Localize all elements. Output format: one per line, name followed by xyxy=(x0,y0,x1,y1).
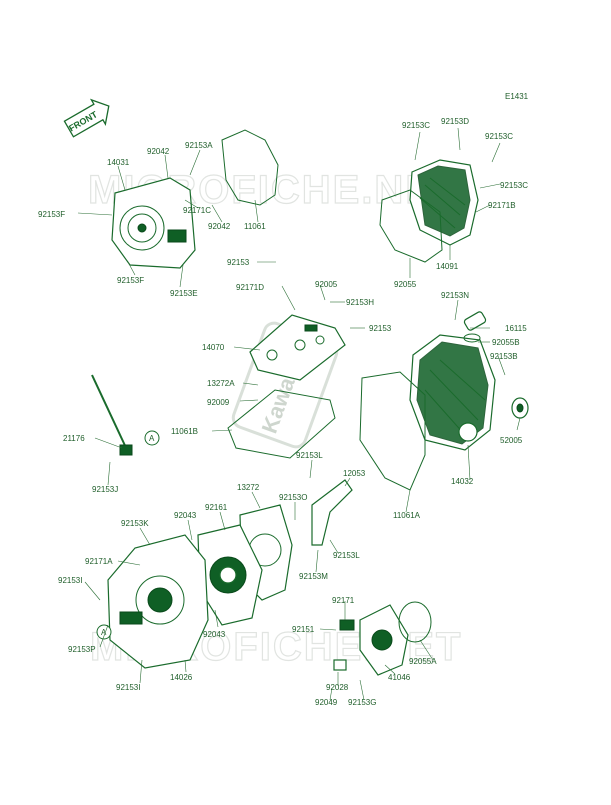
part-label: 13272 xyxy=(237,483,260,492)
part-label: 92049 xyxy=(315,698,338,707)
plate-14070 xyxy=(249,314,346,381)
part-label: 11061 xyxy=(244,222,266,231)
part-label: 11061A xyxy=(393,511,421,520)
part-label: 92153L xyxy=(333,551,360,560)
front-arrow-icon: FRONT xyxy=(63,98,110,138)
part-label: 92042 xyxy=(147,147,170,156)
gasket-11061 xyxy=(221,129,279,206)
plug-16115 xyxy=(463,311,487,343)
part-label: 14070 xyxy=(202,343,225,352)
cover-14032 xyxy=(409,334,496,451)
part-label: 92153 xyxy=(369,324,392,333)
part-label: 92153L xyxy=(296,451,323,460)
part-label: 92153N xyxy=(441,291,469,300)
gasket-11061B xyxy=(227,389,336,459)
part-label: 92153C xyxy=(485,132,513,141)
part-label: 92153K xyxy=(121,519,149,528)
part-label: 92005 xyxy=(315,280,338,289)
part-label: 92055A xyxy=(409,657,437,666)
part-label: 21176 xyxy=(63,434,85,443)
collar-92028 xyxy=(333,659,347,671)
left-cover-14031 xyxy=(111,177,196,269)
part-label: 92171C xyxy=(183,206,211,215)
callout-a-1: A xyxy=(144,430,160,446)
part-label: 12053 xyxy=(343,469,366,478)
part-label: 92153I xyxy=(116,683,140,692)
leader-lines xyxy=(77,127,521,701)
part-label: 92171D xyxy=(236,283,264,292)
bracket-12053 xyxy=(311,479,353,546)
rotor-92161 xyxy=(197,524,263,626)
part-label: 92153F xyxy=(38,210,65,219)
part-label: 92171B xyxy=(488,201,516,210)
part-label: 92153F xyxy=(117,276,144,285)
callout-a-2-label: A xyxy=(101,628,107,637)
part-label: 92153D xyxy=(441,117,469,126)
part-label: 92153E xyxy=(170,289,198,298)
part-label: 92042 xyxy=(208,222,231,231)
cover-14026 xyxy=(107,534,209,669)
part-label: 92055B xyxy=(492,338,520,347)
part-label: 92043 xyxy=(174,511,197,520)
pump-41046 xyxy=(359,604,409,676)
spacer-92171 xyxy=(339,619,355,631)
part-label: 14031 xyxy=(107,158,130,167)
dipstick-21176 xyxy=(91,374,133,456)
gasket-92055 xyxy=(379,189,443,263)
part-label: 92171 xyxy=(332,596,355,605)
gasket-11061A xyxy=(359,371,426,491)
part-label: 41046 xyxy=(388,673,411,682)
part-label: 92028 xyxy=(326,683,349,692)
part-label: 92151 xyxy=(292,625,315,634)
part-label: 92153 xyxy=(227,258,250,267)
part-label: 92009 xyxy=(207,398,230,407)
part-label: 92153C xyxy=(402,121,430,130)
part-label: 92153A xyxy=(185,141,213,150)
part-label: 11061B xyxy=(171,427,198,436)
part-label: 92153P xyxy=(68,645,96,654)
part-label: 92153C xyxy=(500,181,528,190)
oring-92055A xyxy=(398,601,432,643)
part-label: 14026 xyxy=(170,673,193,682)
part-label: 92161 xyxy=(205,503,228,512)
part-label: 92153B xyxy=(490,352,518,361)
part-label: 14032 xyxy=(451,477,474,486)
part-label: 92153I xyxy=(58,576,82,585)
part-label: 92153J xyxy=(92,485,118,494)
diagram-code: E1431 xyxy=(505,92,529,101)
part-label: 92153G xyxy=(348,698,376,707)
part-label: 52005 xyxy=(500,436,523,445)
seal-52005 xyxy=(511,397,529,419)
part-label: 92153M xyxy=(299,572,328,581)
part-label: 16115 xyxy=(505,324,527,333)
cover-14091 xyxy=(409,159,479,246)
callout-a-1-label: A xyxy=(149,434,155,443)
part-label: 92055 xyxy=(394,280,417,289)
part-label: 14091 xyxy=(436,262,459,271)
part-label: 92171A xyxy=(85,557,113,566)
callout-a-2: A xyxy=(96,624,112,640)
part-label: 13272A xyxy=(207,379,235,388)
part-labels: 92153C 92153D 92153C 92153C 92171B 14091… xyxy=(38,117,528,707)
part-label: 92153H xyxy=(346,298,374,307)
part-label: 92043 xyxy=(203,630,226,639)
part-label: 92153O xyxy=(279,493,307,502)
